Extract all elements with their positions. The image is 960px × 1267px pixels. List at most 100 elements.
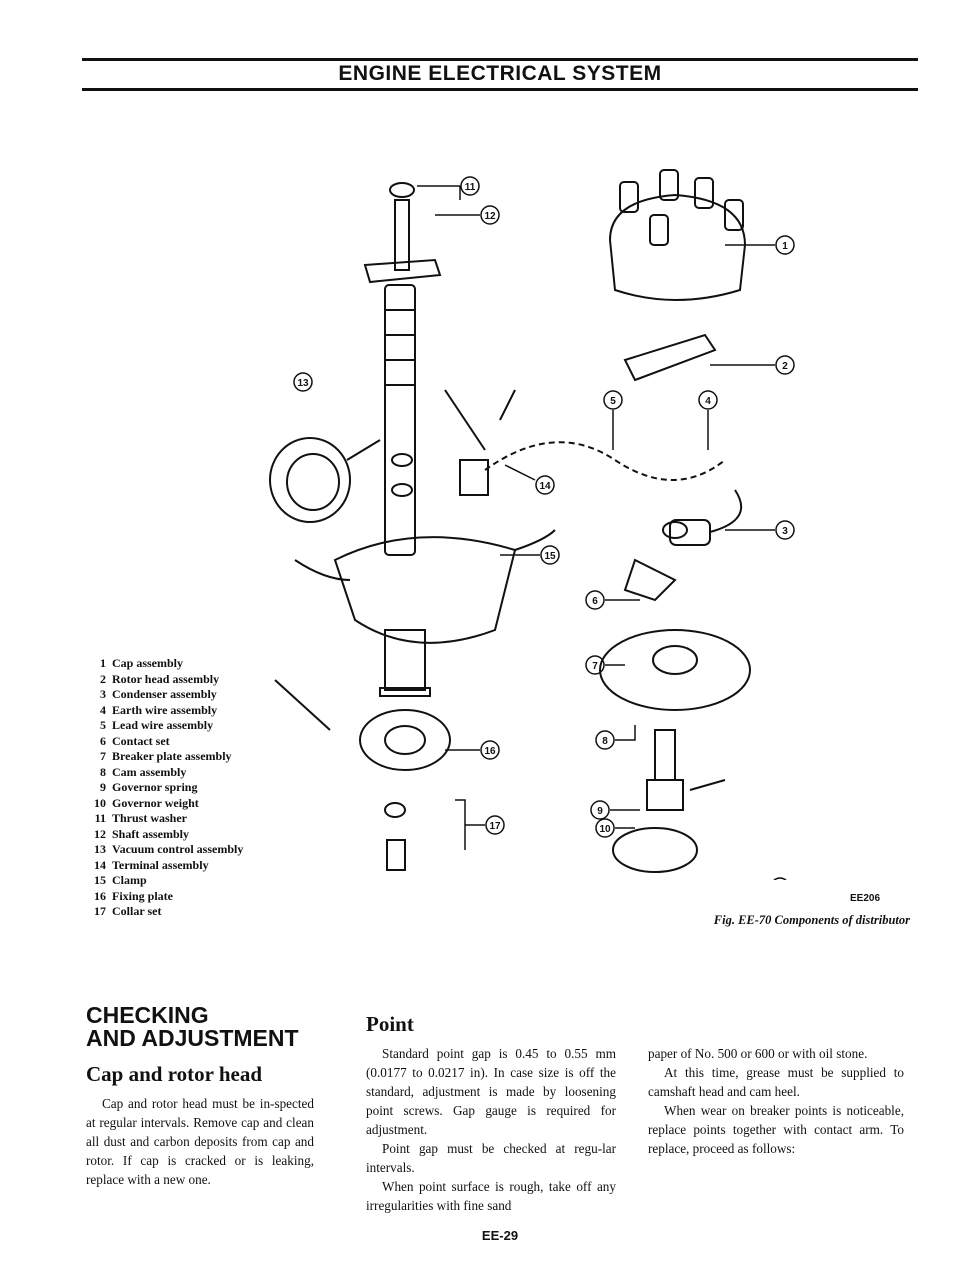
callout-label: 12: [484, 211, 496, 222]
callout-label: 15: [544, 551, 556, 562]
legend-item-number: 14: [94, 857, 106, 872]
point-heading: Point: [366, 1012, 414, 1036]
legend-item: 5 Lead wire assembly: [86, 718, 276, 734]
legend-item: 16 Fixing plate: [86, 889, 276, 905]
legend-item-label: Fixing plate: [112, 888, 174, 903]
terminal-wires-drawing: [444, 389, 726, 496]
header-rule-top: [82, 58, 918, 61]
page-header-title: ENGINE ELECTRICAL SYSTEM: [338, 62, 662, 85]
legend-item-number: 12: [94, 826, 106, 841]
point-paragraph-1: Standard point gap is 0.45 to 0.55 mm (0…: [366, 1046, 616, 1137]
legend-item-label: Earth wire assembly: [112, 702, 218, 717]
point-paragraph-3: When point surface is rough, take off an…: [366, 1179, 616, 1213]
callout-label: 6: [592, 596, 598, 607]
callout-label: 2: [782, 361, 788, 372]
legend-item-number: 6: [100, 733, 106, 748]
legend-item-number: 3: [100, 687, 106, 701]
header-rule-bottom: [82, 88, 918, 91]
distributor-cap-drawing: [608, 169, 747, 301]
legend-item-label: Cam assembly: [112, 764, 187, 779]
callout-label: 13: [297, 378, 309, 389]
legend-item: 17 Collar set: [86, 904, 276, 920]
col3-paragraph-3: When wear on breaker points is noticeabl…: [648, 1103, 904, 1156]
page-number: EE-29: [481, 1228, 519, 1243]
callout-label: 3: [782, 526, 788, 537]
legend-item-number: 9: [100, 780, 106, 794]
col3-paragraph-2: At this time, grease must be supplied to…: [648, 1065, 904, 1099]
legend-item-label: Condenser assembly: [112, 687, 217, 701]
callout-label: 1: [782, 241, 788, 252]
cap-rotor-body: Cap and rotor head must be in-spected at…: [86, 1094, 314, 1189]
fixing-plate-drawing: [274, 679, 451, 871]
legend-item-number: 2: [100, 671, 106, 686]
contact-set-drawing: [623, 489, 743, 602]
figure-code: EE206: [850, 893, 881, 904]
legend-item-label: Breaker plate assembly: [112, 749, 232, 763]
legend-item-label: Clamp: [112, 873, 147, 887]
callout-label: 7: [592, 661, 598, 672]
legend-item: 3 Condenser assembly: [86, 687, 276, 703]
housing-drawing: [294, 453, 556, 697]
shaft-assembly-drawing: [363, 182, 442, 556]
legend-item-label: Thrust washer: [112, 811, 188, 825]
section-title: CHECKING AND ADJUSTMENT: [86, 1004, 336, 1050]
cap-rotor-paragraph: Cap and rotor head must be in-spected at…: [86, 1096, 314, 1187]
legend-item: 10 Governor weight: [86, 796, 276, 812]
legend-item: 1 Cap assembly: [86, 656, 276, 672]
legend-item: 7 Breaker plate assembly: [86, 749, 276, 765]
cam-assembly-drawing: [612, 729, 726, 873]
callout-label: 16: [484, 746, 496, 757]
legend-item: 15 Clamp: [86, 873, 276, 889]
legend-item-label: Shaft assembly: [112, 826, 190, 841]
legend-item-label: Terminal assembly: [112, 857, 209, 872]
distributor-exploded-diagram: 11 12 1 2 3 4 5 6 7 8 9 9 10 13 14 15 16…: [269, 169, 795, 880]
legend-item-label: Lead wire assembly: [112, 718, 214, 732]
legend-item-number: 17: [94, 904, 106, 918]
rotor-head-drawing: [623, 333, 717, 382]
callout-label: 11: [465, 182, 476, 193]
legend-item-number: 5: [100, 718, 106, 732]
callout-markers: 11 12 1 2 3 4 5 6 7 8 9 9 10 13 14 15 16…: [293, 176, 795, 880]
legend-item-label: Governor spring: [112, 780, 198, 794]
cap-rotor-heading: Cap and rotor head: [86, 1062, 263, 1086]
point-body: Standard point gap is 0.45 to 0.55 mm (0…: [366, 1044, 616, 1215]
callout-leaders: [417, 185, 775, 850]
callout-label: 9: [597, 806, 603, 817]
legend-item: 9 Governor spring: [86, 780, 276, 796]
legend-item: 13 Vacuum control assembly: [86, 842, 276, 858]
legend-item-label: Vacuum control assembly: [112, 842, 244, 856]
section-title-line2: AND ADJUSTMENT: [86, 1025, 299, 1051]
legend-item-label: Cap assembly: [112, 656, 184, 670]
legend-item-number: 16: [94, 888, 106, 903]
figure-caption: Fig. EE-70 Components of distributor: [713, 913, 910, 927]
legend-item-number: 15: [94, 873, 106, 887]
legend-item-number: 4: [100, 702, 106, 717]
breaker-plate-drawing: [599, 629, 751, 711]
legend-item-label: Governor weight: [112, 795, 199, 810]
legend-item: 4 Earth wire assembly: [86, 703, 276, 719]
callout-label: 17: [489, 821, 501, 832]
legend-item-label: Rotor head assembly: [112, 671, 220, 686]
section-title-line1: CHECKING: [86, 1002, 209, 1028]
col3-paragraph-1: paper of No. 500 or 600 or with oil ston…: [648, 1046, 868, 1061]
legend-item: 14 Terminal assembly: [86, 858, 276, 874]
point-paragraph-2: Point gap must be checked at regu-lar in…: [366, 1141, 616, 1175]
legend-item-number: 7: [100, 749, 106, 763]
legend-item-label: Collar set: [112, 904, 162, 918]
parts-legend: 1 Cap assembly 2 Rotor head assembly 3 Conden…: [86, 656, 276, 920]
legend-item-number: 13: [94, 842, 106, 856]
callout-label: 5: [610, 396, 616, 407]
legend-item-label: Contact set: [112, 733, 170, 748]
callout-label: 14: [539, 481, 551, 492]
legend-item: 8 Cam assembly: [86, 765, 276, 781]
callout-label: 8: [602, 736, 608, 747]
legend-item-number: 1: [100, 656, 106, 670]
legend-item: 6 Contact set: [86, 734, 276, 750]
callout-label: 4: [705, 396, 711, 407]
legend-item: 2 Rotor head assembly: [86, 672, 276, 688]
legend-item-number: 10: [94, 795, 106, 810]
legend-item-number: 8: [100, 764, 106, 779]
callout-label: 10: [599, 824, 611, 835]
legend-item: 12 Shaft assembly: [86, 827, 276, 843]
